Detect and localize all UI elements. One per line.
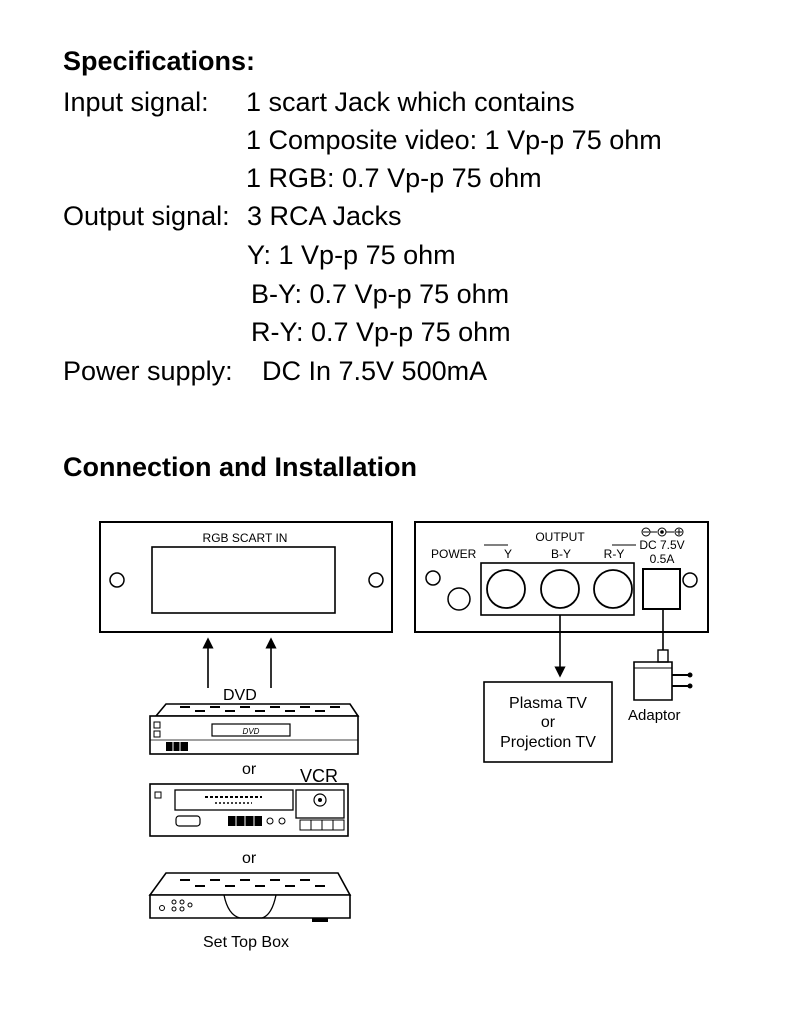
- input-line-3: 1 RGB: 0.7 Vp-p 75 ohm: [246, 163, 542, 193]
- polarity-symbol: [641, 527, 684, 537]
- dvd-badge: DVD: [243, 727, 260, 736]
- scart-panel-label: RGB SCART IN: [203, 531, 288, 545]
- rca-jack-y: [486, 569, 526, 609]
- tv-line-1: Plasma TV: [509, 695, 587, 712]
- input-line-1: 1 scart Jack which contains: [246, 87, 575, 117]
- connection-heading: Connection and Installation: [63, 452, 418, 482]
- set-top-box-illustration: [148, 872, 352, 922]
- power-button: [447, 587, 471, 611]
- scart-socket: [151, 546, 336, 614]
- dvd-player-illustration: DVD: [149, 703, 360, 755]
- output-line-3: B-Y: 0.7 Vp-p 75 ohm: [251, 279, 510, 309]
- adaptor-illustration: Adaptor: [628, 609, 693, 724]
- power-label: POWER: [431, 547, 477, 561]
- rca-jack-ry: [593, 569, 633, 609]
- tv-box: Plasma TV or Projection TV: [483, 681, 613, 763]
- panel-screw-right: [368, 572, 384, 588]
- tv-line-2: or: [541, 714, 556, 731]
- jack-label-ry: R-Y: [604, 547, 625, 561]
- specifications-heading: Specifications:: [63, 46, 256, 76]
- input-signal-label: Input signal:: [63, 87, 209, 117]
- dc-voltage-label: DC 7.5V: [639, 538, 684, 552]
- output-line-4: R-Y: 0.7 Vp-p 75 ohm: [251, 317, 511, 347]
- adaptor-label: Adaptor: [628, 707, 681, 724]
- jack-label-y: Y: [504, 547, 512, 561]
- output-panel: POWER OUTPUT Y B-Y R-Y DC 7.5V 0.5A: [414, 521, 709, 633]
- output-line-2: Y: 1 Vp-p 75 ohm: [247, 240, 456, 270]
- scart-input-panel: RGB SCART IN: [99, 521, 393, 633]
- output-line-1: 3 RCA Jacks: [247, 201, 402, 231]
- output-label: OUTPUT: [535, 530, 585, 544]
- input-line-2: 1 Composite video: 1 Vp-p 75 ohm: [246, 125, 662, 155]
- dc-current-label: 0.5A: [650, 552, 675, 566]
- tv-line-3: Projection TV: [500, 734, 596, 751]
- panel-screw-left-2: [425, 570, 441, 586]
- power-supply-value: DC In 7.5V 500mA: [262, 356, 488, 386]
- or-label-2: or: [242, 850, 257, 867]
- dc-input-jack: [642, 568, 681, 610]
- rca-jack-block: [480, 562, 635, 616]
- jack-label-by: B-Y: [551, 547, 571, 561]
- panel-screw-left: [109, 572, 125, 588]
- set-top-box-label: Set Top Box: [203, 934, 289, 951]
- vcr-illustration: [149, 783, 349, 837]
- power-supply-label: Power supply:: [63, 356, 233, 386]
- rca-jack-by: [540, 569, 580, 609]
- vcr-label: VCR: [300, 766, 338, 786]
- dvd-label: DVD: [223, 687, 257, 704]
- panel-screw-right-2: [682, 572, 698, 588]
- output-signal-label: Output signal:: [63, 201, 230, 231]
- or-label-1: or: [242, 761, 257, 778]
